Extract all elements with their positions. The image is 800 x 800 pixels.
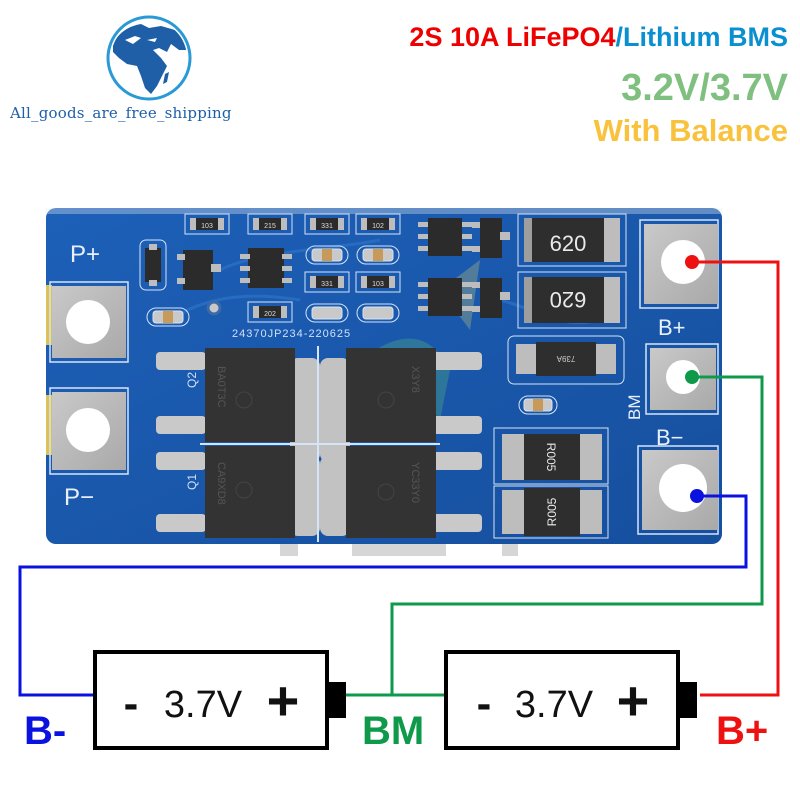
mosfet-code: YC33Y0 — [409, 462, 421, 503]
cell-voltage: 3.7V — [164, 684, 243, 726]
shunt-r005-top: R005 — [493, 427, 609, 485]
resistor-r4: 102 — [355, 213, 401, 235]
resistor-code: 103 — [201, 223, 213, 230]
voltage-title: 3.2V/3.7V — [621, 67, 788, 109]
resistor-code: 215 — [264, 223, 276, 230]
wire-b-plus — [692, 260, 780, 697]
silk-p-plus: P+ — [70, 241, 100, 268]
board-shadow — [280, 542, 518, 556]
battery-cell-2: - 3.7V + — [444, 650, 697, 750]
resistor-code: 202 — [264, 311, 276, 318]
mosfet-code: X3Y8 — [409, 366, 421, 393]
label-bm: BM — [362, 709, 424, 753]
mosfet-q1-left: CA9XD8 — [156, 446, 320, 538]
title-red-part: 2S 10A LiFePO4 — [409, 22, 616, 52]
diode-code: 739A — [556, 354, 575, 363]
pad-p-minus[interactable] — [49, 387, 129, 475]
mosfet-code: CA9XD8 — [215, 462, 227, 505]
cell-plus: + — [267, 669, 300, 732]
silk-q2: Q2 — [185, 372, 199, 388]
ic-sot23-f — [472, 278, 510, 318]
resistor-r2: 215 — [247, 213, 293, 235]
resistor-r1: 103 — [184, 213, 230, 235]
resistor-620-bottom: 620 — [517, 271, 627, 329]
logo-caption: All_goods_are_free_shipping — [10, 104, 232, 122]
globe-icon — [106, 15, 192, 101]
diode: 739A — [507, 335, 625, 385]
resistor-code: 331 — [321, 281, 333, 288]
pad-b-minus[interactable] — [637, 445, 719, 535]
wire-dot-red — [685, 255, 699, 269]
resistor-r6: 202 — [247, 301, 293, 323]
wire-bm — [390, 375, 764, 695]
pad-bm[interactable] — [645, 343, 719, 415]
label-b-plus: B+ — [716, 709, 768, 753]
resistor-r7: 103 — [355, 271, 401, 293]
silk-bm: BM — [625, 395, 644, 421]
resistor-code: 103 — [372, 281, 384, 288]
shunt-code: R005 — [545, 497, 559, 526]
mosfet-right-bottom: YC33Y0 — [320, 446, 482, 538]
via — [206, 300, 222, 316]
resistor-r5: 331 — [304, 271, 350, 293]
wire-dot-blue — [690, 489, 704, 503]
resistor-code: 102 — [372, 223, 384, 230]
ic-sot23-6-d — [418, 278, 472, 316]
cell-minus: - — [477, 679, 492, 728]
silk-p-minus: P− — [64, 484, 94, 511]
pad-b-plus[interactable] — [639, 219, 719, 309]
ic-sot23-a — [177, 250, 221, 290]
cell-voltage: 3.7V — [515, 684, 594, 726]
resistor-code: 620 — [550, 231, 587, 256]
silk-b-plus: B+ — [658, 315, 686, 340]
cell-minus: - — [124, 679, 139, 728]
shunt-code: R005 — [544, 443, 558, 472]
label-b-minus: B- — [24, 709, 66, 753]
resistor-code: 331 — [321, 223, 333, 230]
battery-cell-1: - 3.7V + — [93, 650, 346, 750]
shunt-r005-bottom: R005 — [493, 485, 609, 539]
resistor-620-top: 620 — [517, 213, 627, 267]
ic-sot23-e — [472, 218, 510, 258]
title-blue-part: /Lithium BMS — [615, 22, 788, 52]
ic-sot23-6-b — [240, 248, 292, 288]
product-title: 2S 10A LiFePO4/Lithium BMS — [409, 22, 788, 53]
mosfet-code: BA0T3C — [215, 366, 227, 408]
silk-serial: 24370JP234-220625 — [232, 328, 351, 340]
ic-sot23-6-c — [418, 218, 472, 256]
resistor-r3: 331 — [304, 213, 350, 235]
ic-sot23-left — [139, 239, 167, 291]
resistor-code: 620 — [550, 287, 587, 312]
capacitors — [146, 245, 558, 415]
pad-p-plus[interactable] — [49, 281, 129, 363]
mosfet-q2-left: BA0T3C — [156, 348, 320, 462]
silk-q1: Q1 — [185, 474, 199, 490]
wire-dot-green — [685, 370, 699, 384]
pcb-board: P+ P− B+ B− BM 24370JP234-220625 Q2 Q1 — [46, 208, 722, 544]
wire-b-minus — [18, 494, 748, 697]
mosfet-right-top: X3Y8 — [320, 348, 482, 462]
balance-title: With Balance — [593, 113, 788, 148]
cell-plus: + — [617, 669, 650, 732]
